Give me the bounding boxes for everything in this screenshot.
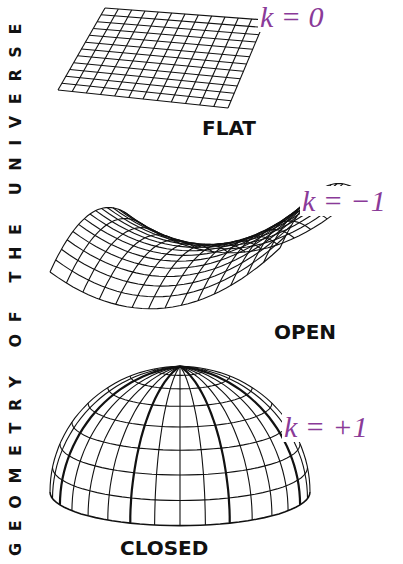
- grid-line: [180, 366, 252, 520]
- grid-line: [231, 221, 311, 286]
- grid-line: [58, 90, 228, 108]
- grid-line: [56, 236, 286, 297]
- grid-line: [88, 366, 180, 515]
- grid-line: [130, 366, 180, 523]
- grid-line: [50, 366, 180, 492]
- curvature-label: k = −1: [300, 186, 388, 216]
- grid-line: [83, 228, 163, 293]
- grid-line: [214, 19, 252, 107]
- grid-line: [180, 366, 272, 515]
- grid-line: [60, 366, 180, 505]
- geometry-name: OPEN: [272, 322, 338, 342]
- dome-grid: [50, 366, 310, 525]
- grid-line: [50, 248, 280, 309]
- geometry-name: FLAT: [200, 118, 258, 138]
- grid-line: [73, 208, 303, 269]
- grid-line: [79, 200, 309, 261]
- grid-line: [61, 225, 291, 286]
- grid-line: [228, 20, 265, 108]
- grid-line: [72, 366, 180, 510]
- grid-line: [53, 366, 181, 498]
- grid-line: [179, 366, 180, 525]
- flat-grid: [58, 8, 265, 108]
- curvature-label: k = 0: [258, 2, 326, 32]
- grid-line: [198, 236, 278, 301]
- grid-line: [247, 210, 327, 275]
- grid-line: [66, 76, 234, 93]
- grid-line: [180, 366, 205, 525]
- geometry-name: CLOSED: [118, 538, 210, 558]
- grid-line: [50, 208, 130, 273]
- grid-line: [180, 366, 288, 510]
- grid-line: [62, 83, 231, 101]
- grid-line: [101, 184, 331, 245]
- vertical-title: GEOMETRY OF THE UNIVERSE: [8, 12, 24, 556]
- grid-line: [132, 243, 212, 308]
- grid-line: [96, 187, 326, 248]
- curvature-label: k = +1: [282, 412, 370, 442]
